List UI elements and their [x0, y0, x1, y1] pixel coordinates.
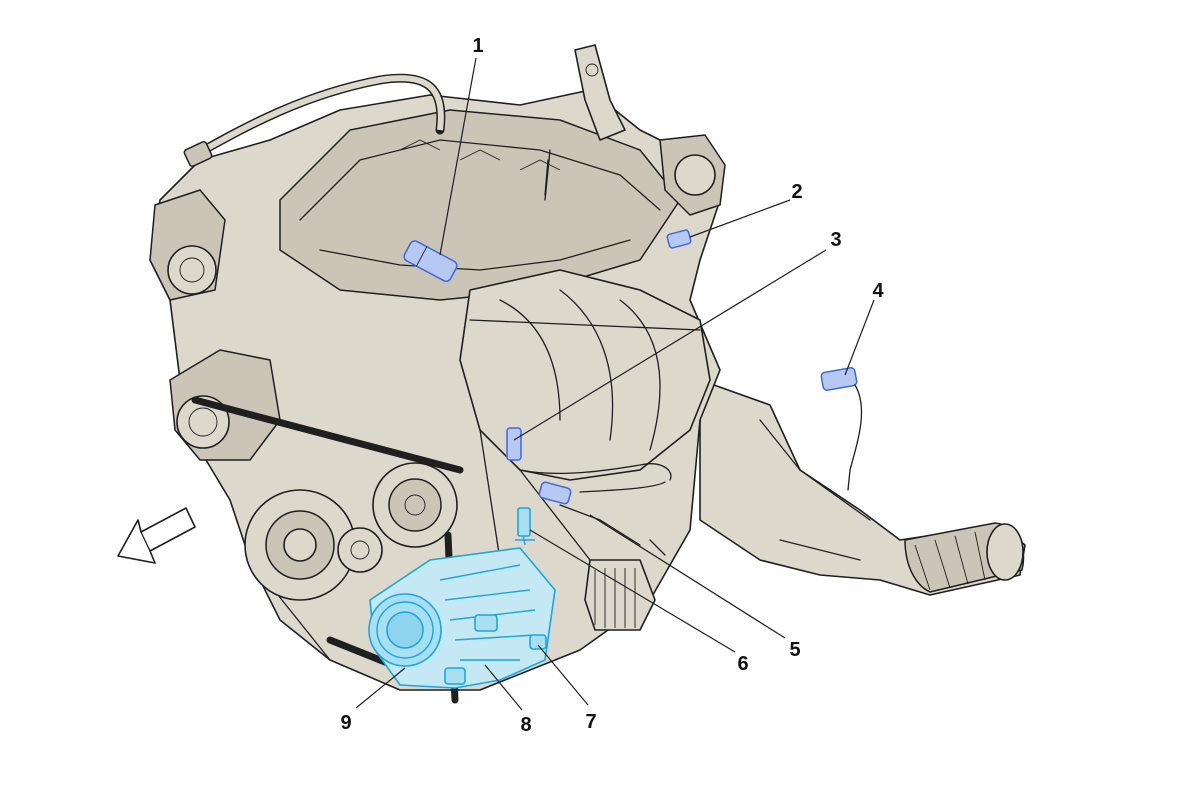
- callout-6: 6: [737, 653, 748, 675]
- callout-8: 8: [520, 714, 531, 736]
- callout-2: 2: [791, 181, 802, 203]
- callout-labels: 1 2 3 4 5 6 7 8 9: [340, 35, 884, 736]
- accessory-drive: [169, 349, 464, 704]
- callout-9: 9: [340, 712, 351, 734]
- callout-1: 1: [472, 35, 483, 57]
- callout-7: 7: [585, 711, 596, 733]
- callout-3: 3: [830, 229, 841, 251]
- highlighted-sensors: [403, 229, 863, 505]
- arrow-front-direction-icon: [117, 507, 196, 564]
- callout-5: 5: [789, 639, 800, 661]
- ac-compressor-highlight: [368, 507, 556, 689]
- leader-lines: [355, 57, 875, 711]
- wiring: [519, 463, 672, 556]
- exhaust-assembly: [699, 379, 1026, 596]
- callout-4: 4: [872, 280, 884, 302]
